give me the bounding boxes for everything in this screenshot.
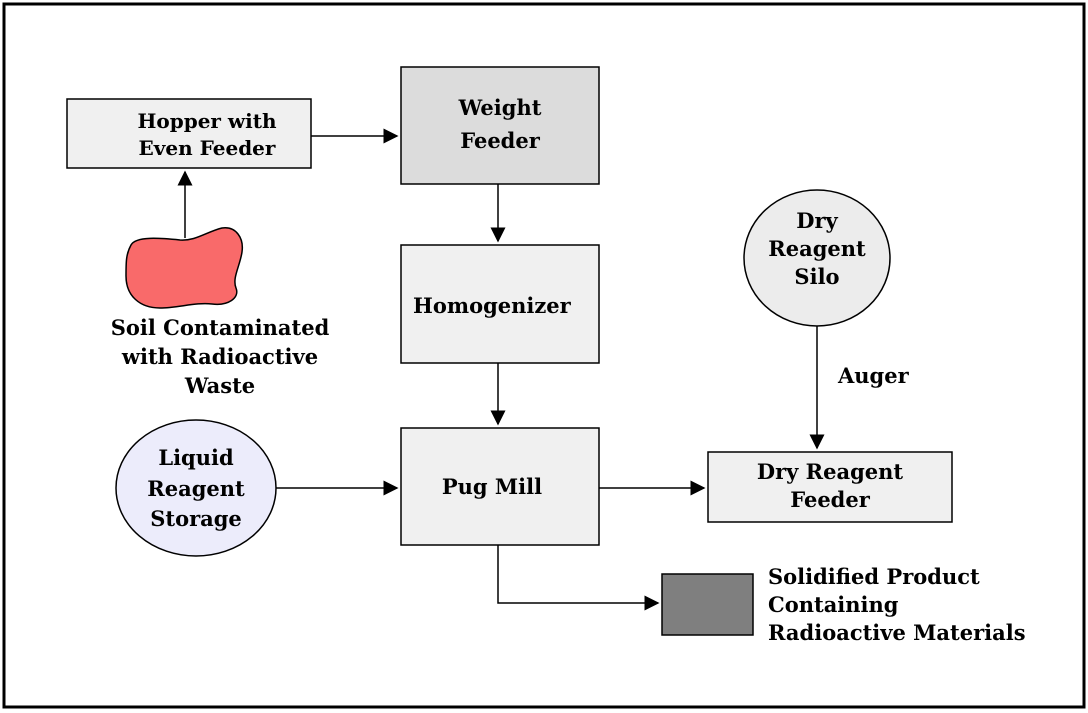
liquid-storage-label-line2: Reagent	[147, 476, 245, 501]
soil-label-line2: with Radioactive	[121, 344, 318, 369]
product-label-line2: Containing	[768, 592, 899, 617]
pug-mill-box	[400, 427, 600, 546]
soil-label-line3: Waste	[184, 373, 255, 398]
product-label: Solidified Product Containing Radioactiv…	[768, 564, 1026, 645]
weight-feeder-label-line2: Feeder	[460, 128, 541, 153]
product-label-line1: Solidified Product	[768, 564, 980, 589]
auger-label: Auger	[837, 363, 910, 388]
hopper-label-line2: Even Feeder	[139, 136, 276, 160]
contaminated-soil-blob	[125, 227, 244, 309]
hopper-box	[66, 98, 312, 169]
silo-label-line2: Reagent	[768, 236, 866, 261]
hopper-node: Hopper with Even Feeder	[66, 98, 312, 169]
dry-reagent-feeder-box	[707, 451, 953, 523]
dry-reagent-feeder-label-line2: Feeder	[790, 487, 871, 512]
liquid-storage-label-line3: Storage	[150, 506, 242, 531]
product-label-line3: Radioactive Materials	[768, 620, 1026, 645]
dry-reagent-silo-node: Dry Reagent Silo	[743, 189, 891, 327]
silo-label-line1: Dry	[796, 208, 838, 233]
soil-label: Soil Contaminated with Radioactive Waste	[111, 315, 330, 398]
hopper-label-line1: Hopper with	[137, 109, 276, 133]
liquid-storage-label-line1: Liquid	[158, 445, 234, 470]
arrow-pug-mill-to-product	[497, 545, 660, 611]
homogenizer-label: Homogenizer	[413, 293, 572, 318]
homogenizer-node: Homogenizer	[400, 244, 600, 364]
silo-label-line3: Silo	[794, 264, 839, 289]
homogenizer-box	[400, 244, 600, 364]
liquid-reagent-storage-node: Liquid Reagent Storage	[115, 419, 277, 557]
soil-label-line1: Soil Contaminated	[111, 315, 330, 340]
weight-feeder-node: Weight Feeder	[400, 66, 600, 185]
dry-reagent-feeder-label-line1: Dry Reagent	[757, 459, 904, 484]
pug-mill-label: Pug Mill	[442, 474, 542, 499]
weight-feeder-label-line1: Weight	[458, 95, 542, 120]
weight-feeder-box	[400, 66, 600, 185]
pug-mill-node: Pug Mill	[400, 427, 600, 546]
solidified-product-box	[661, 573, 754, 636]
dry-reagent-feeder-node: Dry Reagent Feeder	[707, 451, 953, 523]
